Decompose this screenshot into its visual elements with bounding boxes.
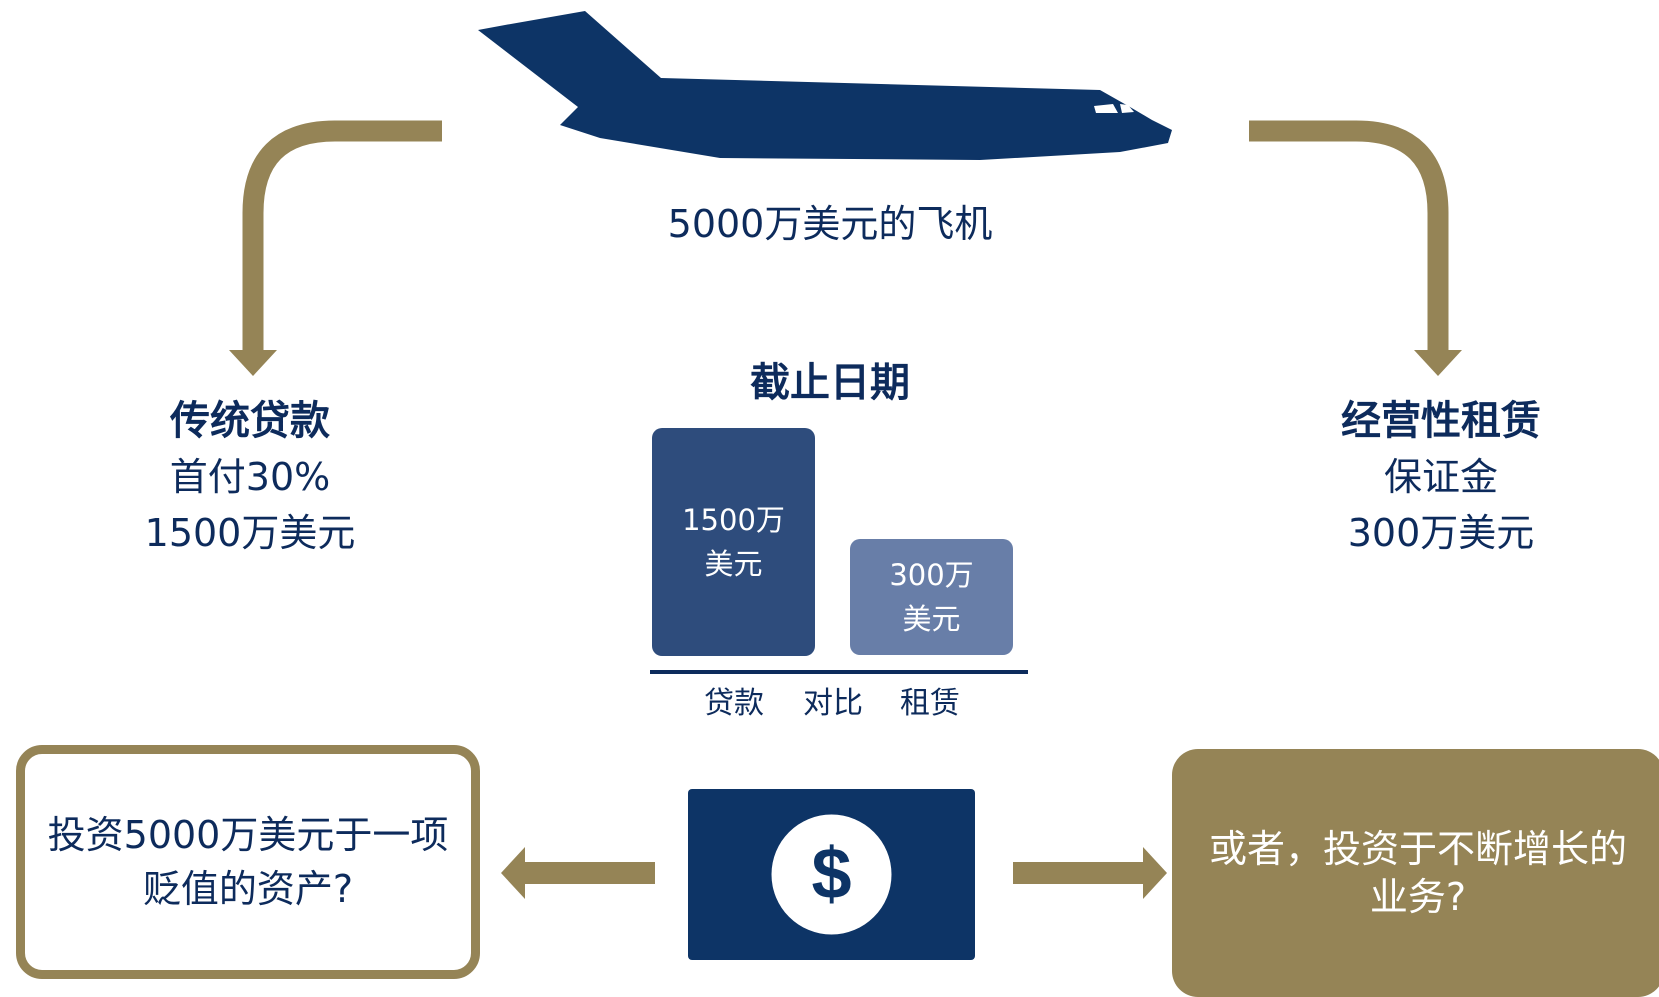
lease-deposit: 保证金 [1383,455,1498,499]
chart-title: 截止日期 [750,360,910,406]
airplane-body [478,11,1172,160]
dollar-sign: $ [811,834,851,914]
loan-option: 传统贷款 首付30% 1500万美元 [70,393,430,561]
bar-loan: 1500万 美元 [652,428,815,656]
bar-loan-label: 1500万 美元 [682,503,785,581]
axis-label-lease: 租赁 [900,686,960,721]
lease-option: 经营性租赁 保证金 300万美元 [1261,393,1621,561]
bar-lease: 300万 美元 [850,539,1013,655]
loan-title: 传统贷款 [170,398,330,444]
loan-down-payment: 首付30% [169,455,331,499]
growing-business-text: 或者，投资于不断增长的业务? [1208,827,1627,919]
airplane-cockpit-window [1094,104,1118,113]
plane-caption: 5000万美元的飞机 [667,202,993,246]
depreciating-asset-text: 投资5000万美元于一项贬值的资产? [47,813,449,911]
airplane-cockpit-window-2 [1120,104,1134,113]
axis-label-loan: 贷款 [704,686,764,721]
loan-amount: 1500万美元 [144,511,356,555]
dollar-coin-icon: $ [771,814,892,935]
lease-amount: 300万美元 [1347,511,1535,555]
dollar-bill-icon: $ [688,789,975,960]
lease-title: 经营性租赁 [1341,398,1541,444]
bar-lease-label: 300万 美元 [889,558,974,636]
growing-business-box: 或者，投资于不断增长的业务? [1172,749,1659,997]
chart-baseline [650,670,1028,674]
depreciating-asset-box: 投资5000万美元于一项贬值的资产? [16,745,480,979]
axis-label-vs: 对比 [803,686,863,721]
